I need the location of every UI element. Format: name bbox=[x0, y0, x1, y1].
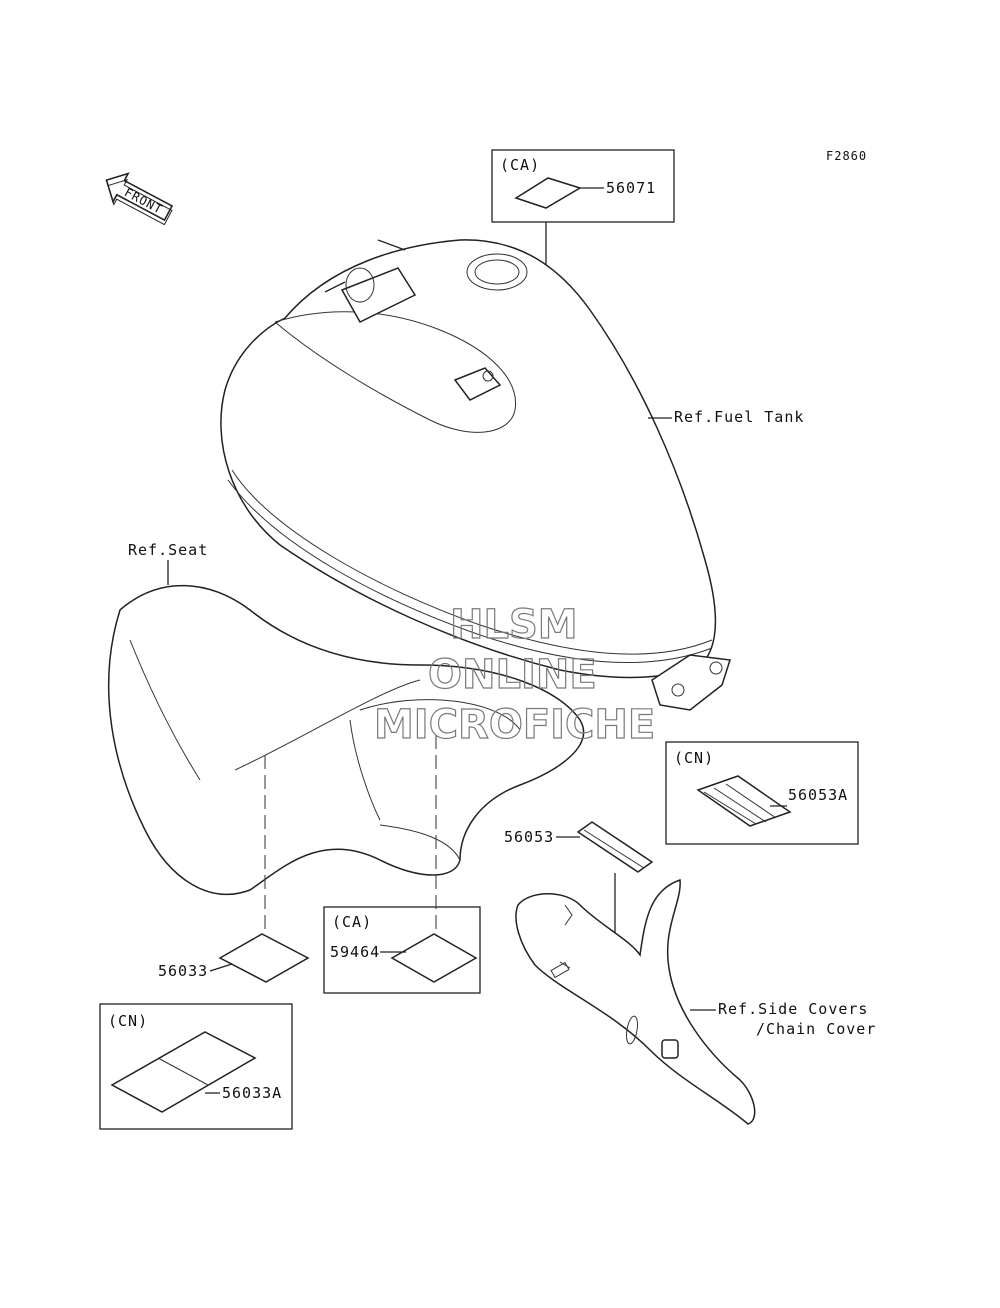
label-56053-icon bbox=[576, 821, 654, 873]
fuel-cap-icon bbox=[324, 239, 417, 323]
region-ca-label-bottom: (CA) bbox=[332, 913, 372, 931]
label-56053a-icon bbox=[696, 775, 792, 827]
callout-box-cn-56053a: (CN) 56053A bbox=[665, 741, 859, 845]
side-cover-drawing: Ref.Side Covers /Chain Cover bbox=[515, 878, 876, 1125]
watermark-line-1: HLSM bbox=[450, 602, 578, 648]
label-56071-icon bbox=[514, 177, 582, 209]
part-number-56033: 56033 bbox=[158, 962, 208, 980]
callout-box-ca-56071: (CA) 56071 bbox=[491, 149, 675, 320]
ref-chain-cover-label: /Chain Cover bbox=[756, 1020, 876, 1038]
ref-fuel-tank-label: Ref.Fuel Tank bbox=[674, 408, 804, 426]
figure-code: F2860 bbox=[826, 149, 867, 163]
callout-56033: 56033 bbox=[158, 933, 310, 983]
callout-56053: 56053 bbox=[504, 821, 654, 955]
region-cn-label-left: (CN) bbox=[108, 1012, 148, 1030]
label-56033-icon bbox=[218, 933, 310, 983]
seat-drawing: Ref.Seat bbox=[107, 541, 585, 895]
part-number-56053: 56053 bbox=[504, 828, 554, 846]
front-direction-arrow: FRONT bbox=[105, 172, 174, 226]
watermark-line-2: ONLINE bbox=[428, 652, 597, 698]
watermark-line-3: MICROFICHE bbox=[374, 702, 655, 748]
part-number-59464: 59464 bbox=[330, 943, 380, 961]
watermark: HLSM ONLINE MICROFICHE bbox=[373, 601, 655, 748]
part-number-56071: 56071 bbox=[606, 179, 656, 197]
ref-side-covers-label: Ref.Side Covers bbox=[718, 1000, 868, 1018]
ref-seat-label: Ref.Seat bbox=[128, 541, 208, 559]
fuel-tank-drawing: Ref.Fuel Tank bbox=[220, 239, 804, 711]
part-number-56033a: 56033A bbox=[222, 1084, 282, 1102]
callout-box-cn-56033a: (CN) 56033A bbox=[99, 1003, 293, 1130]
part-number-56053a: 56053A bbox=[788, 786, 848, 804]
callout-box-ca-59464: (CA) 59464 bbox=[323, 906, 481, 994]
label-56033a-icon bbox=[110, 1031, 257, 1113]
label-59464-icon bbox=[390, 933, 478, 983]
region-ca-label: (CA) bbox=[500, 156, 540, 174]
region-cn-label-right: (CN) bbox=[674, 749, 714, 767]
